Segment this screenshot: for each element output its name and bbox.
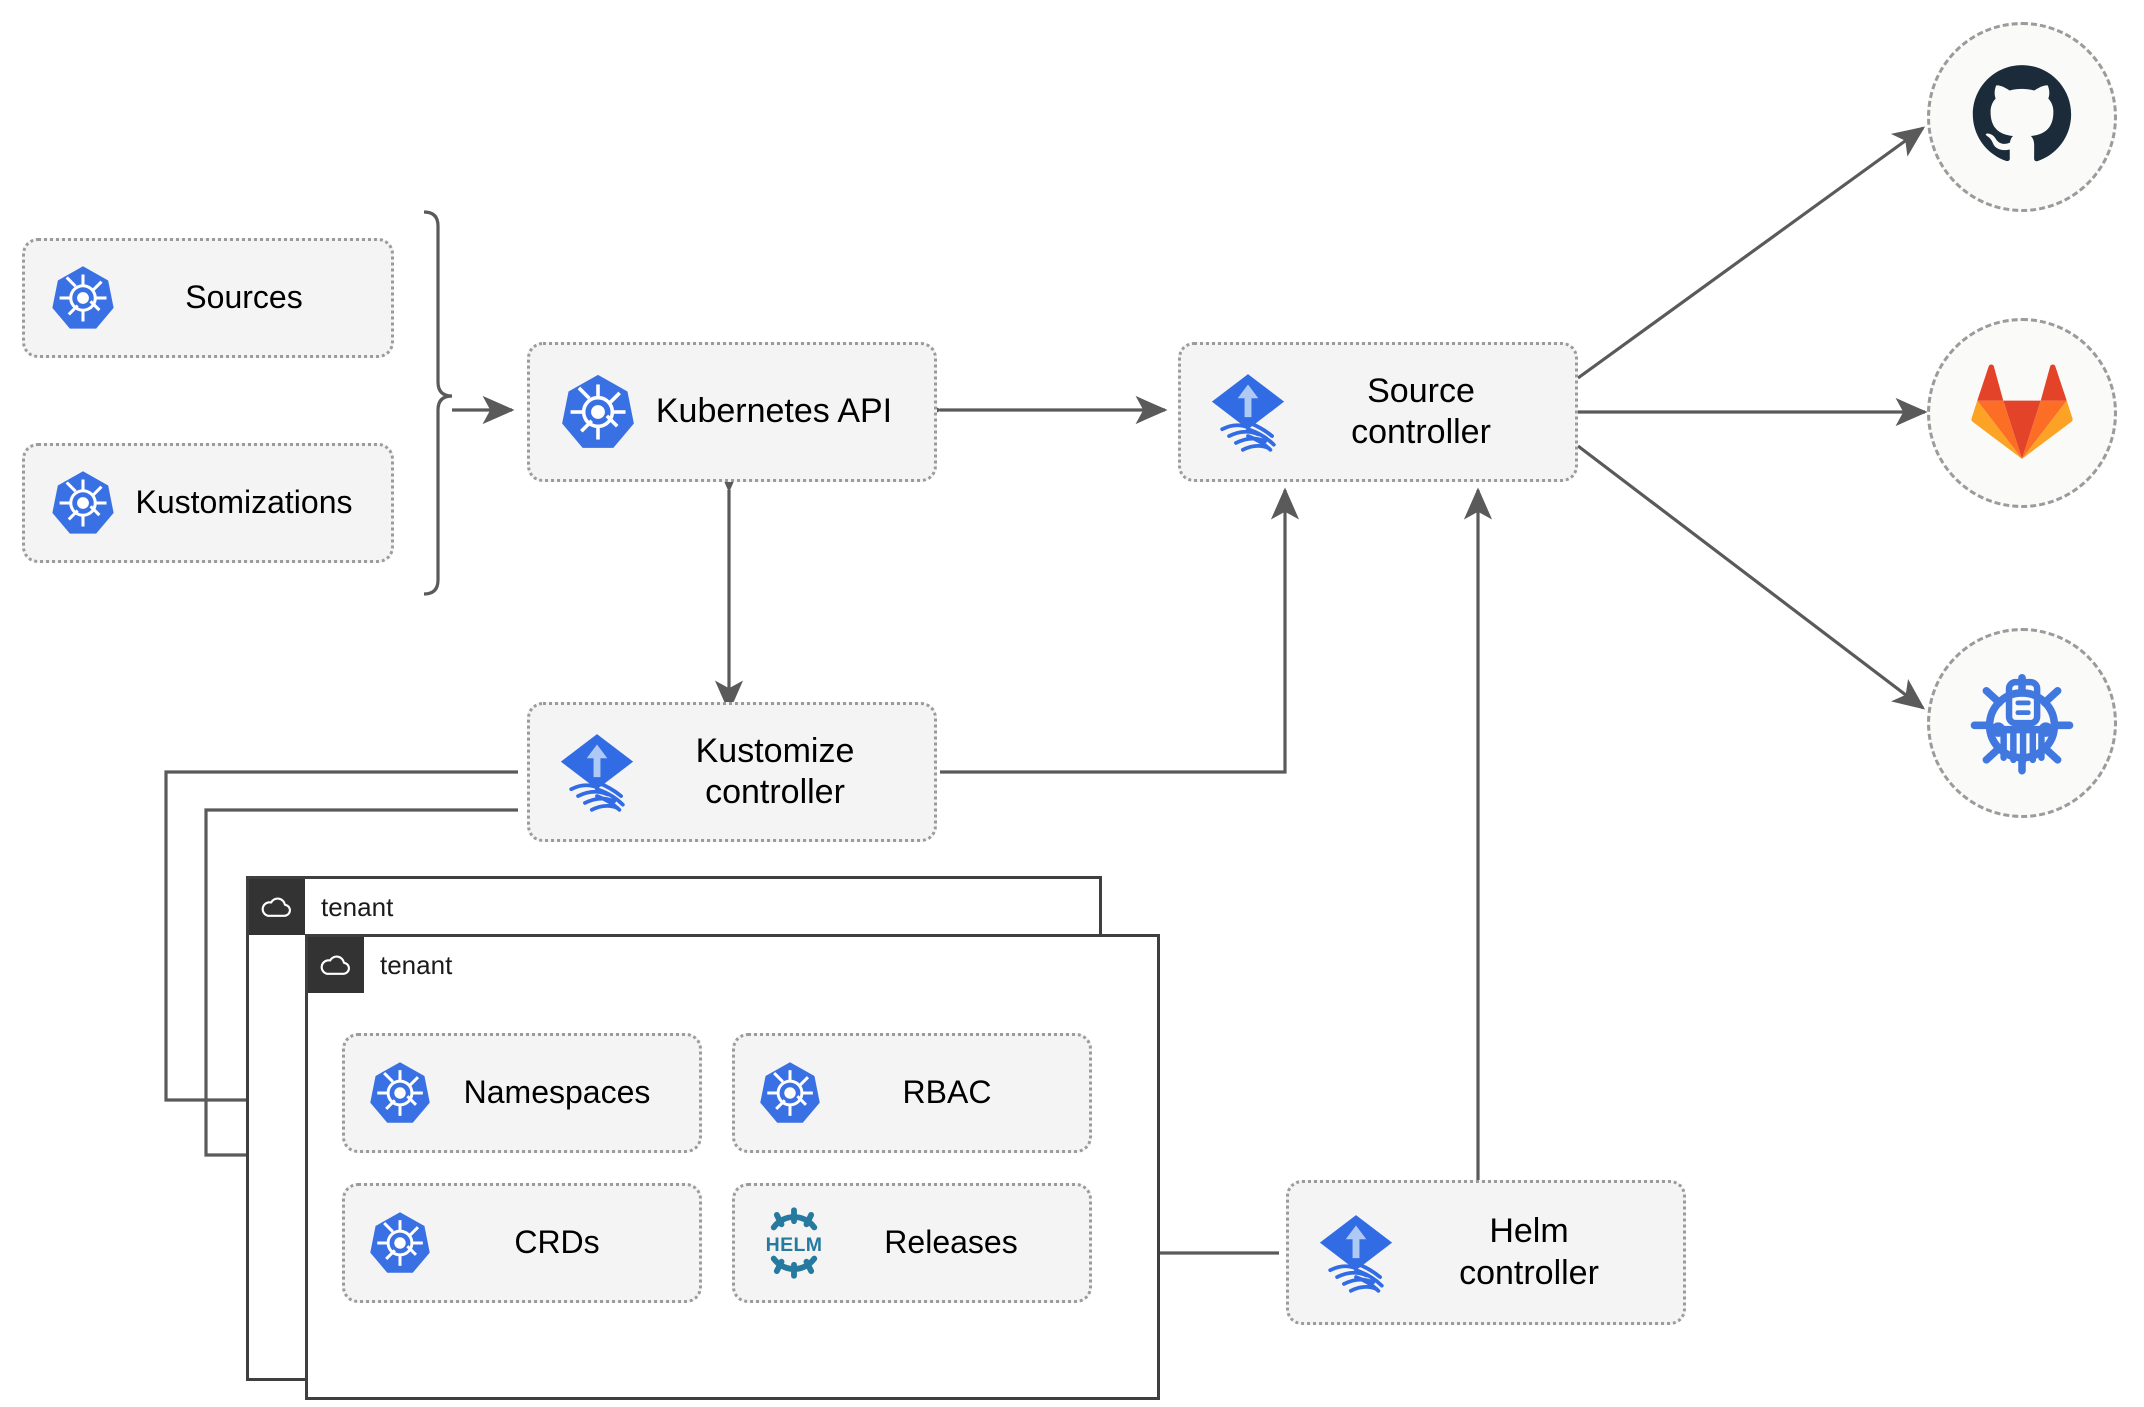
node-label-line1: Source (1367, 371, 1475, 410)
node-label-line2: controller (1459, 1253, 1599, 1292)
node-helm-controller[interactable]: Helm controller (1286, 1180, 1686, 1325)
tenant-header: tenant (308, 937, 452, 993)
group-bracket (423, 210, 453, 596)
node-label-line2: controller (705, 773, 845, 811)
repo-gitlab[interactable] (1927, 318, 2117, 508)
node-label: Helm controller (1399, 1211, 1659, 1294)
node-label: RBAC (902, 1074, 992, 1111)
node-label: CRDs (514, 1224, 600, 1261)
svg-text:HELM: HELM (766, 1234, 823, 1256)
flux-icon (554, 729, 640, 815)
kubernetes-icon (755, 1058, 825, 1128)
node-releases[interactable]: HELM Releases (732, 1183, 1092, 1303)
node-sources[interactable]: Sources (22, 238, 394, 358)
node-namespaces[interactable]: Namespaces (342, 1033, 702, 1153)
kubernetes-icon (47, 262, 119, 334)
node-kustomizations[interactable]: Kustomizations (22, 443, 394, 563)
kubernetes-icon (365, 1058, 435, 1128)
node-kustomize-controller[interactable]: Kustomize controller (527, 702, 937, 842)
helm-icon: HELM (755, 1204, 833, 1282)
tenant-frame-inner[interactable]: tenant Namespaces (305, 934, 1160, 1400)
node-label-line1: Helm (1489, 1212, 1569, 1251)
helm-registry-icon (1968, 667, 2076, 780)
repo-helm-registry[interactable] (1927, 628, 2117, 818)
node-label: Releases (884, 1224, 1018, 1261)
node-label-line1: Kustomize (695, 731, 855, 770)
node-label: Kustomizations (135, 484, 353, 521)
node-label-line2: controller (1351, 413, 1491, 451)
kubernetes-icon (365, 1208, 435, 1278)
wire-kustomize-to-source (940, 487, 1300, 774)
github-icon (1970, 63, 2074, 172)
kubernetes-icon (47, 467, 119, 539)
node-source-controller[interactable]: Source controller (1178, 342, 1578, 482)
tenant-label: tenant (321, 891, 394, 922)
flux-icon (1205, 369, 1291, 455)
tenant-label: tenant (380, 949, 453, 980)
cloud-icon (308, 937, 364, 993)
node-label: Namespaces (463, 1074, 651, 1111)
node-label: Kubernetes API (655, 392, 893, 431)
node-crds[interactable]: CRDs (342, 1183, 702, 1303)
node-label: Sources (185, 279, 303, 316)
repo-github[interactable] (1927, 22, 2117, 212)
node-label: Source controller (1291, 371, 1551, 454)
wire-source-to-github (1577, 126, 1926, 380)
node-label: Kustomize controller (640, 731, 910, 814)
flux-icon (1313, 1210, 1399, 1296)
gitlab-icon (1970, 361, 2074, 466)
cloud-icon (249, 879, 305, 935)
node-kubernetes-api[interactable]: Kubernetes API (527, 342, 937, 482)
kubernetes-icon (556, 370, 640, 454)
tenant-header: tenant (249, 879, 393, 935)
wire-source-to-registry (1577, 444, 1926, 710)
node-rbac[interactable]: RBAC (732, 1033, 1092, 1153)
